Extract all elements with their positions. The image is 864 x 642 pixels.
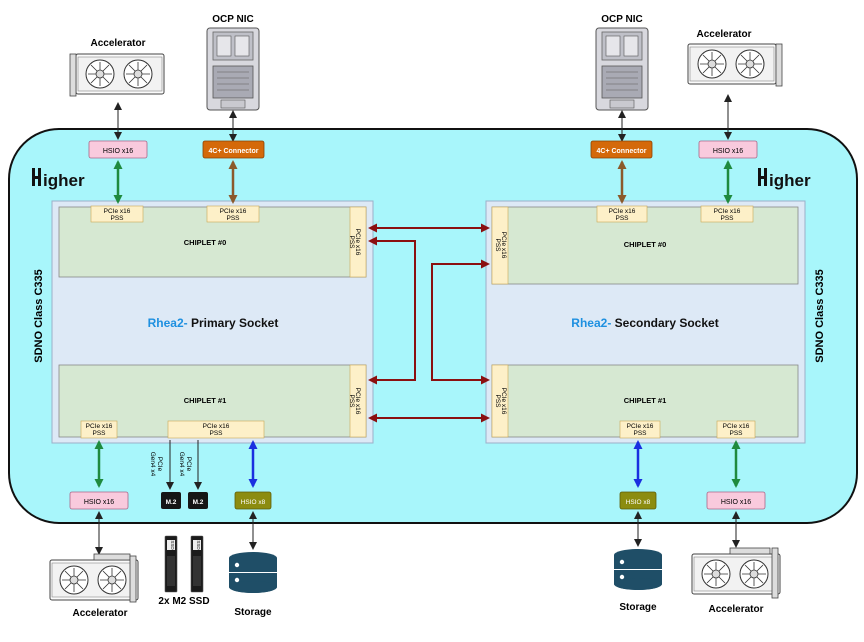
hsio-x16-bottom-right: HSIO x16 (706, 491, 766, 510)
svg-text:CHIPLET #0: CHIPLET #0 (184, 238, 227, 247)
svg-text:PCIe x16: PCIe x16 (354, 388, 361, 415)
link-c0-c1-primary (368, 236, 416, 385)
svg-text:Accelerator: Accelerator (708, 604, 763, 615)
ocp-nic-right: OCP NIC (595, 14, 649, 111)
svg-text:PSS: PSS (209, 430, 223, 437)
hsio-x8-left: HSIO x8 (234, 491, 272, 510)
svg-text:PCIe x16: PCIe x16 (627, 423, 654, 430)
hsio-x16-top-right: HSIO x16 (698, 140, 758, 159)
svg-text:Storage: Storage (234, 607, 272, 618)
accelerator-bottom-right: Accelerator (691, 547, 781, 615)
pcie-gen4-label-b: PCIe Gen4 x4 (178, 452, 192, 477)
svg-text:CHIPLET #0: CHIPLET #0 (624, 240, 667, 249)
svg-text:PSS: PSS (720, 215, 734, 222)
accelerator-bottom-left: Accelerator (49, 553, 139, 619)
accelerator-top-right: Accelerator (687, 29, 783, 87)
pss-block-vertical: PCIe x16 PSS (491, 364, 509, 438)
svg-text:PCIe: PCIe (185, 457, 192, 472)
svg-text:PSS: PSS (494, 394, 501, 408)
hsio-x16-top-left: HSIO x16 (88, 140, 148, 159)
svg-text:PCIe x16: PCIe x16 (609, 208, 636, 215)
svg-text:4C+ Connector: 4C+ Connector (209, 148, 259, 155)
logo-text: igher (43, 171, 85, 190)
storage-left: Storage (229, 552, 277, 618)
svg-text:CHIPLET #1: CHIPLET #1 (624, 396, 667, 405)
accelerator-label: Accelerator (90, 38, 145, 49)
svg-text:PCIe x16: PCIe x16 (203, 423, 230, 430)
storage-right: Storage (614, 549, 662, 613)
pss-block-vertical: PCIe x16 PSS (348, 364, 367, 438)
ocp-nic-left: OCP NIC (206, 14, 260, 111)
svg-text:PCIe: PCIe (156, 457, 163, 472)
svg-text:SSD: SSD (196, 540, 201, 550)
svg-text:PSS: PSS (92, 430, 106, 437)
svg-text:4C+ Connector: 4C+ Connector (597, 148, 647, 155)
svg-text:CHIPLET #1: CHIPLET #1 (184, 396, 227, 405)
accelerator-label: Accelerator (696, 29, 751, 40)
svg-text:PSS: PSS (729, 430, 743, 437)
m2-slot-a: M.2 (161, 492, 181, 509)
ocp-nic-label: OCP NIC (212, 14, 254, 25)
svg-text:HSIO x8: HSIO x8 (626, 499, 651, 506)
svg-text:M.2: M.2 (166, 499, 177, 506)
svg-text:HSIO x16: HSIO x16 (103, 148, 133, 155)
class-label-left: SDNO Class C335 (33, 269, 45, 363)
svg-text:PCIe x16: PCIe x16 (500, 232, 507, 259)
hsio-x16-bottom-left: HSIO x16 (69, 491, 129, 510)
svg-text:PCIe x16: PCIe x16 (714, 208, 741, 215)
svg-text:PCIe x16: PCIe x16 (220, 208, 247, 215)
connector-4c-right: 4C+ Connector (590, 140, 653, 159)
pss-block-vertical: PCIe x16 PSS (491, 206, 509, 285)
svg-text:HSIO x16: HSIO x16 (721, 499, 751, 506)
svg-text:PCIe x16: PCIe x16 (354, 229, 361, 256)
svg-text:M.2: M.2 (193, 499, 204, 506)
svg-text:Gen4 x4: Gen4 x4 (149, 452, 156, 477)
m2-ssd-pair: SSD SSD 2x M2 SSD (158, 535, 210, 607)
higher-logo-right: igher (758, 168, 811, 190)
svg-text:PCIe x16: PCIe x16 (723, 423, 750, 430)
svg-text:HSIO x8: HSIO x8 (241, 499, 266, 506)
link-c0-c1-secondary (431, 259, 490, 385)
svg-text:PSS: PSS (110, 215, 124, 222)
pcie-gen4-label-a: PCIe Gen4 x4 (149, 452, 163, 477)
class-label-right: SDNO Class C335 (814, 269, 826, 363)
svg-text:Gen4 x4: Gen4 x4 (178, 452, 185, 477)
svg-text:PSS: PSS (615, 215, 629, 222)
pss-block: PCIe x16 PSS (206, 205, 260, 223)
pss-block: PCIe x16 PSS (619, 420, 661, 439)
svg-text:PCIe x16: PCIe x16 (86, 423, 113, 430)
svg-text:PCIe x16: PCIe x16 (104, 208, 131, 215)
socket-title: Rhea2- Secondary Socket (571, 316, 718, 330)
ocp-nic-label: OCP NIC (601, 14, 643, 25)
logo-text: igher (769, 171, 811, 190)
svg-text:PSS: PSS (226, 215, 240, 222)
m2-slot-b: M.2 (188, 492, 208, 509)
higher-logo-left: igher (32, 168, 85, 190)
svg-text:PSS: PSS (348, 394, 355, 408)
accelerator-top-left: Accelerator (69, 38, 165, 97)
hsio-x8-right: HSIO x8 (619, 491, 657, 510)
svg-text:HSIO x16: HSIO x16 (713, 148, 743, 155)
connector-4c-left: 4C+ Connector (202, 140, 265, 159)
pss-block: PCIe x16 PSS (700, 205, 754, 223)
pss-block: PCIe x16 PSS (596, 205, 648, 223)
svg-text:Storage: Storage (619, 602, 657, 613)
pss-block: PCIe x16 PSS (80, 420, 118, 439)
pss-block-vertical: PCIe x16 PSS (348, 206, 367, 278)
svg-text:Accelerator: Accelerator (72, 608, 127, 619)
svg-text:HSIO x16: HSIO x16 (84, 499, 114, 506)
pss-block: PCIe x16 PSS (90, 205, 144, 223)
svg-text:SSD: SSD (170, 540, 175, 550)
pss-block: PCIe x16 PSS (167, 420, 265, 439)
socket-title: Rhea2- Primary Socket (148, 316, 279, 330)
svg-text:PCIe x16: PCIe x16 (500, 388, 507, 415)
pss-block: PCIe x16 PSS (716, 420, 756, 439)
svg-text:PSS: PSS (494, 238, 501, 252)
svg-text:PSS: PSS (633, 430, 647, 437)
svg-text:2x M2 SSD: 2x M2 SSD (158, 596, 209, 607)
svg-text:PSS: PSS (348, 235, 355, 249)
